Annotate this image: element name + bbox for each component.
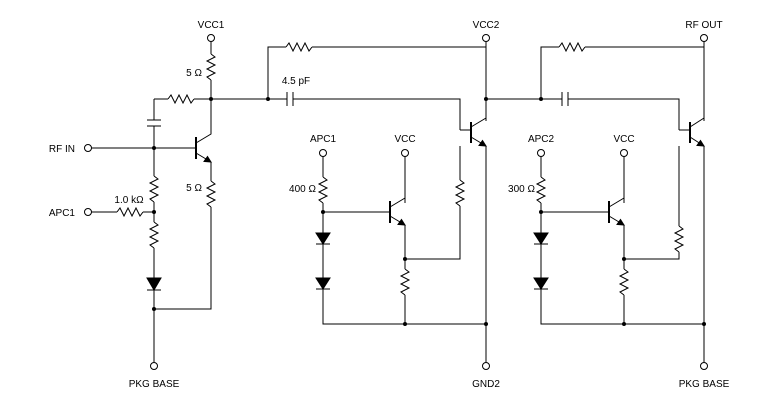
capacitor-4-5pf-value: 4.5 pF — [282, 76, 310, 87]
rf-in-terminal[interactable] — [84, 144, 92, 152]
bias-resistor-upper — [148, 175, 160, 203]
vcc2-terminal — [482, 34, 490, 42]
stage2-feedback-resistor — [285, 41, 313, 53]
bias-resistor-lower — [148, 221, 160, 249]
resistor-5ohm-bottom-value: 5 Ω — [186, 183, 202, 194]
stage-3 — [533, 34, 708, 370]
apc1-input-terminal[interactable] — [84, 208, 92, 216]
resistor-5ohm-bottom — [205, 180, 217, 208]
resistor-5ohm-top-value: 5 Ω — [186, 68, 202, 79]
feedback-resistor — [167, 93, 195, 105]
interstage-1-2 — [266, 41, 486, 130]
transistor-q5 — [608, 197, 625, 226]
apc1-label: APC1 — [310, 134, 337, 145]
resistor-400ohm — [317, 176, 329, 204]
pkg-base-left-label: PKG BASE — [129, 379, 180, 390]
rf-out-label: RF OUT — [685, 20, 722, 31]
pkg-base-right-label: PKG BASE — [679, 379, 730, 390]
stage-2 — [315, 34, 562, 370]
vcc1-label: VCC1 — [198, 20, 225, 31]
transistor-q4 — [679, 117, 705, 147]
vcc2-label: VCC2 — [473, 20, 500, 31]
bias-diode-3a — [533, 232, 549, 245]
gnd2-terminal — [482, 362, 490, 370]
resistor-400ohm-value: 400 Ω — [289, 184, 316, 195]
resistor-5ohm-top — [205, 53, 217, 81]
bias-diode-2b — [315, 277, 331, 290]
interstage-2-3 — [539, 41, 704, 130]
rf-out-terminal[interactable] — [700, 34, 708, 42]
resistor-300ohm — [535, 176, 547, 204]
stage3-bias-resistor — [673, 225, 685, 253]
capacitor-4-5pf — [286, 92, 294, 106]
transistor-q3 — [389, 197, 406, 226]
apc2-terminal[interactable] — [537, 149, 545, 157]
apc2-label: APC2 — [528, 134, 555, 145]
rf-in-label: RF IN — [49, 144, 75, 155]
emitter-resistor-2 — [399, 268, 411, 296]
stage3-feedback-resistor — [558, 41, 586, 53]
vcc-label-b: VCC — [613, 134, 634, 145]
vcc-terminal-b — [620, 149, 628, 157]
stage-1 — [84, 34, 287, 370]
input-coupling-capacitor — [147, 119, 161, 127]
resistor-1k-value: 1.0 kΩ — [114, 195, 144, 206]
resistor-300ohm-value: 300 Ω — [508, 184, 535, 195]
gnd2-label: GND2 — [472, 379, 500, 390]
stage2-bias-resistor — [454, 179, 466, 207]
transistor-q2 — [460, 117, 487, 147]
vcc-terminal-a — [401, 149, 409, 157]
pkg-base-right-terminal — [700, 362, 708, 370]
emitter-resistor-3 — [618, 268, 630, 296]
resistor-1k — [116, 206, 144, 218]
bias-diode — [146, 277, 162, 291]
transistor-q1 — [195, 99, 212, 163]
vcc-label-a: VCC — [394, 134, 415, 145]
interstage-capacitor-2 — [561, 92, 569, 106]
apc1-input-label: APC1 — [49, 208, 76, 219]
bias-diode-2a — [315, 232, 331, 245]
vcc1-terminal — [207, 34, 215, 42]
bias-diode-3b — [533, 277, 549, 290]
pkg-base-left-terminal — [150, 362, 158, 370]
apc1-terminal[interactable] — [319, 149, 327, 157]
